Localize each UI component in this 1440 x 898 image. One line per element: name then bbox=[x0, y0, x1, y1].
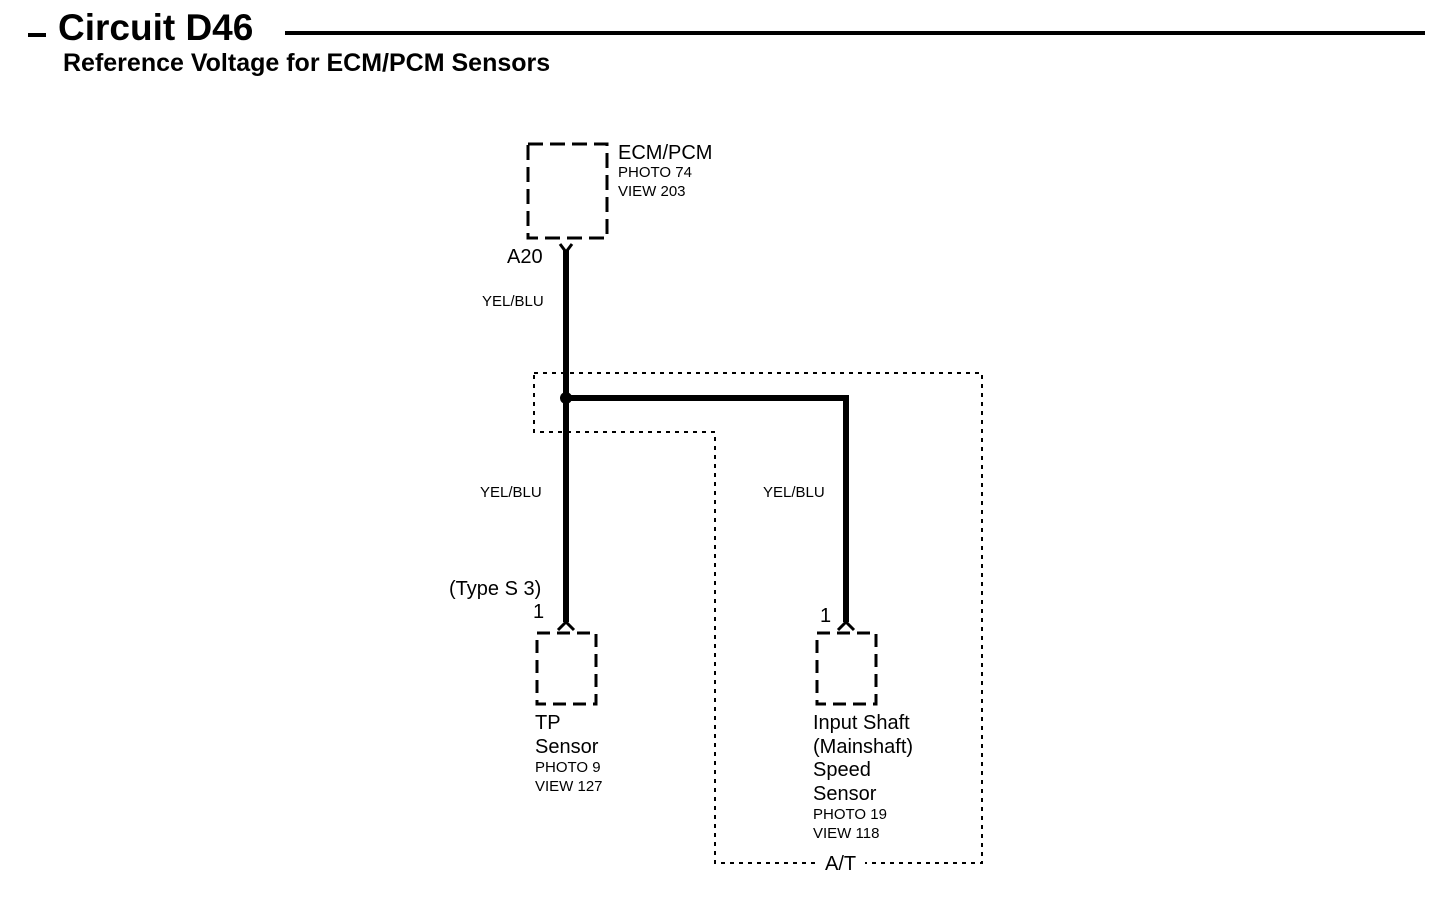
ecm-photo-ref: PHOTO 74 bbox=[618, 164, 692, 181]
shaft-pin-terminal bbox=[836, 619, 856, 632]
ecm-view-ref: VIEW 203 bbox=[618, 183, 686, 200]
at-region-outline-left bbox=[533, 373, 815, 864]
tp-photo-ref: PHOTO 9 bbox=[535, 759, 601, 776]
tp-pin-terminal bbox=[556, 619, 576, 632]
at-region-outline bbox=[534, 372, 983, 864]
shaft-sensor-name-1: Input Shaft bbox=[813, 712, 910, 734]
tp-wire-color: YEL/BLU bbox=[480, 484, 542, 501]
main-wire-color: YEL/BLU bbox=[482, 293, 544, 310]
shaft-photo-ref: PHOTO 19 bbox=[813, 806, 887, 823]
tp-sensor-name-1: TP bbox=[535, 712, 561, 734]
tp-view-ref: VIEW 127 bbox=[535, 778, 603, 795]
shaft-wire-color: YEL/BLU bbox=[763, 484, 825, 501]
shaft-sensor-name-3: Speed bbox=[813, 759, 871, 781]
ecm-connector-box bbox=[526, 142, 609, 240]
page-subtitle: Reference Voltage for ECM/PCM Sensors bbox=[63, 49, 551, 77]
page-title: Circuit D46 bbox=[58, 7, 254, 48]
shaft-pin-label: 1 bbox=[820, 605, 832, 627]
tp-sensor-box bbox=[535, 631, 598, 706]
shaft-sensor-name-2: (Mainshaft) bbox=[813, 736, 914, 758]
tp-pin-label: 1 bbox=[533, 601, 545, 623]
at-region-label: A/T bbox=[825, 853, 857, 875]
ecm-name: ECM/PCM bbox=[618, 142, 713, 164]
title-rule bbox=[285, 31, 1425, 35]
shaft-sensor-box bbox=[815, 631, 878, 706]
shaft-sensor-name-4: Sensor bbox=[813, 783, 877, 805]
ecm-pin-label: A20 bbox=[507, 246, 543, 268]
title-dash bbox=[28, 33, 46, 37]
shaft-branch-wire bbox=[566, 395, 849, 622]
tp-sensor-name-2: Sensor bbox=[535, 736, 599, 758]
tp-variant-note: (Type S 3) bbox=[449, 578, 542, 600]
shaft-view-ref: VIEW 118 bbox=[813, 825, 880, 842]
